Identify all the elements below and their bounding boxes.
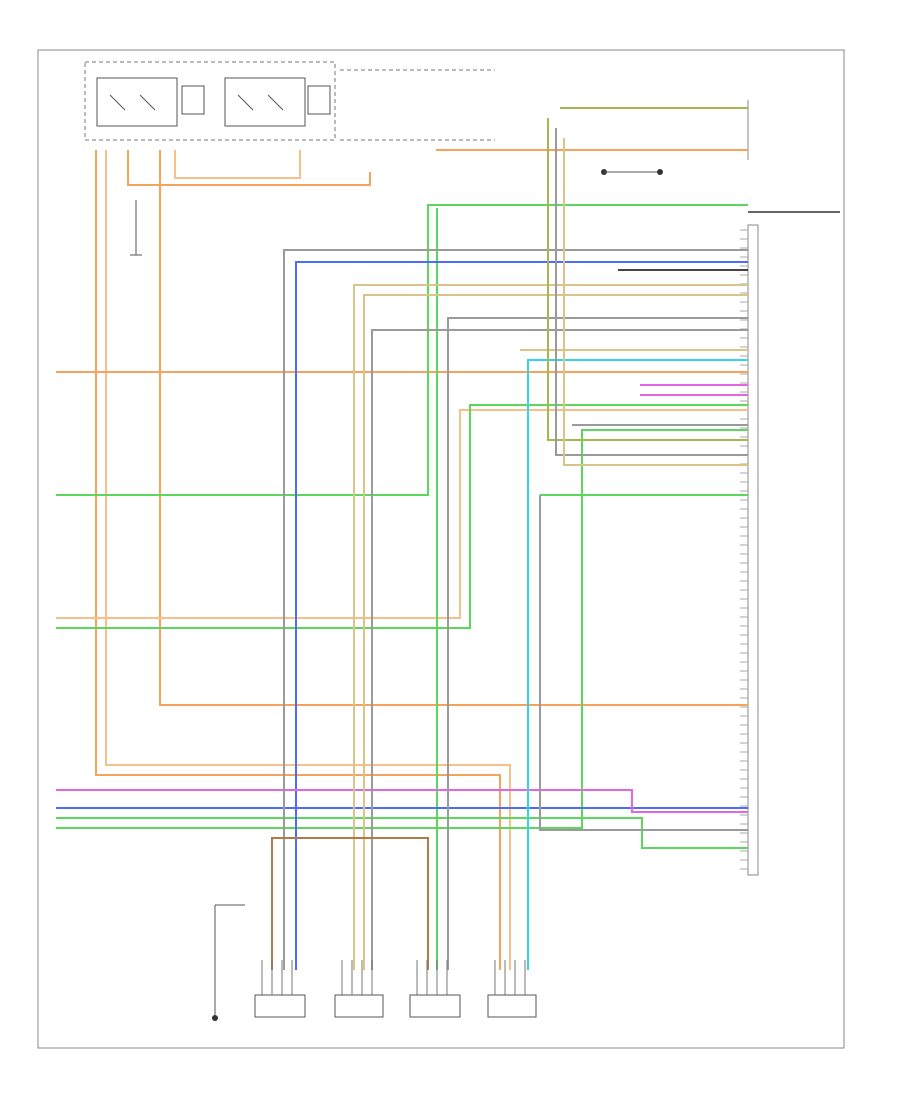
wire-tan-2 [363, 294, 748, 970]
wire-orange-2 [105, 150, 511, 970]
wire-blue-2 [295, 261, 748, 970]
wire-gray-4 [539, 495, 748, 831]
wire-gray-5 [555, 128, 748, 456]
wire-green-4 [56, 817, 748, 849]
wire-magenta-1 [56, 789, 748, 813]
ground-symbol-bottom [212, 904, 245, 1021]
wire-gray-3 [371, 329, 748, 970]
wire-tan-4 [563, 138, 748, 466]
wire-orange-8 [56, 409, 748, 619]
wire-green-3 [56, 429, 748, 829]
speaker-right-rear [254, 960, 306, 1018]
ground-symbol-right [601, 169, 663, 175]
relay-left [96, 77, 205, 127]
wire-brown-1 [271, 837, 429, 970]
wire-harness [56, 107, 748, 970]
speaker-left-rear [334, 960, 384, 1018]
wire-green-2 [56, 404, 748, 629]
wire-gray-2 [447, 317, 748, 970]
ground-symbol-left [130, 200, 142, 256]
wire-gray-1 [283, 249, 748, 970]
power-relay-module-outline [84, 61, 336, 141]
wire-cyan-1 [527, 359, 748, 970]
wire-orange-1 [95, 150, 501, 970]
speaker-left-front-door [487, 960, 537, 1018]
wire-green-1 [56, 204, 748, 496]
speaker-right-front-door [409, 960, 461, 1018]
diagram-border [37, 49, 845, 1049]
wire-orange-4 [127, 150, 371, 186]
wire-orange-5 [174, 150, 301, 179]
wire-orange-3 [159, 150, 748, 706]
relay-right [224, 77, 331, 127]
wire-tan-1 [353, 284, 748, 970]
connector-pin-ticks [740, 229, 748, 870]
wire-olive-2 [547, 118, 748, 441]
radio-connector-block [747, 224, 759, 876]
